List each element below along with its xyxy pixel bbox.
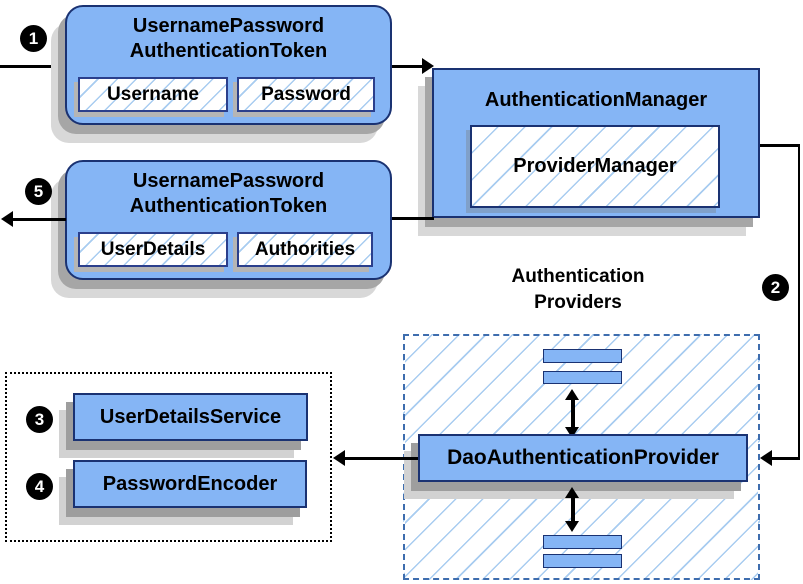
incoming-request-line [0,65,66,68]
password-encoder-label: PasswordEncoder [102,472,278,495]
double-arrow-shaft [571,496,575,523]
outgoing-response-line [10,218,66,221]
provider-manager-box: ProviderManager [470,125,720,208]
into-dao-line [770,457,800,460]
arrow-left-icon [333,450,345,466]
arrow-down-icon [565,427,579,438]
user-details-service-label: UserDetailsService [99,405,282,428]
request-token-title-line2: AuthenticationToken [129,40,328,62]
arrow-left-icon [1,211,13,227]
authentication-manager-title: AuthenticationManager [484,89,708,111]
password-field-box: Password [237,77,375,112]
request-token-title-line1: UsernamePassword [132,15,325,37]
token-to-manager-line [392,65,425,68]
authorities-field-box: Authorities [237,232,373,267]
step-3-badge: 3 [26,406,53,433]
right-vertical-line [797,144,800,459]
password-encoder-box: PasswordEncoder [73,460,307,508]
provider-stack-bar [543,349,622,363]
step-4-badge: 4 [26,473,53,500]
manager-to-response-line [392,217,434,220]
username-field-label: Username [107,83,199,105]
response-token-title-line1: UsernamePassword [132,170,325,192]
arrow-right-icon [422,58,434,74]
double-arrow-shaft [571,398,575,429]
services-region-box [5,372,332,542]
arrow-up-icon [565,487,579,498]
providers-heading-line2: Providers [534,292,622,313]
password-field-label: Password [261,83,351,105]
provider-stack-bar [543,554,622,568]
dao-to-services-line [342,457,418,460]
providers-heading-line1: Authentication [511,266,645,287]
response-token-title-line2: AuthenticationToken [129,195,328,217]
userdetails-field-box: UserDetails [78,232,228,267]
authorities-field-label: Authorities [254,238,356,260]
authentication-providers-heading: Authentication Providers [468,264,688,316]
provider-stack-bar [543,371,622,384]
manager-right-exit-line [760,144,800,147]
provider-manager-label: ProviderManager [513,155,677,177]
dao-authentication-provider-label: DaoAuthenticationProvider [447,446,719,469]
provider-stack-bar [543,535,622,549]
arrow-left-icon [760,450,772,466]
arrow-up-icon [565,389,579,400]
username-field-box: Username [78,77,228,112]
user-details-service-box: UserDetailsService [73,393,308,441]
dao-authentication-provider-box: DaoAuthenticationProvider [418,434,748,482]
userdetails-field-label: UserDetails [100,238,206,260]
step-2-badge: 2 [762,274,789,301]
step-5-badge: 5 [25,178,52,205]
arrow-down-icon [565,521,579,532]
step-1-badge: 1 [20,25,47,52]
